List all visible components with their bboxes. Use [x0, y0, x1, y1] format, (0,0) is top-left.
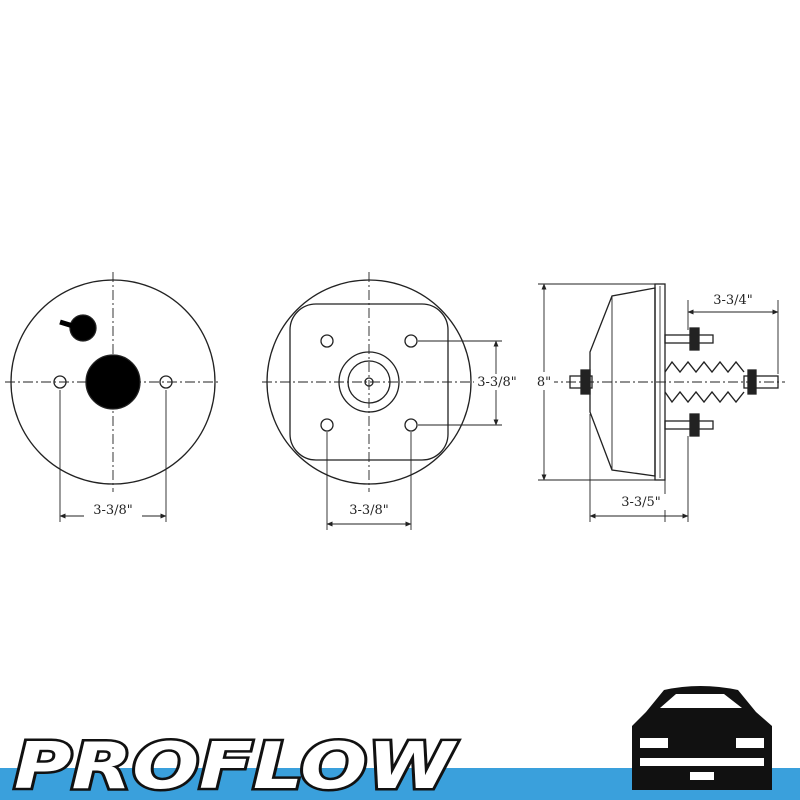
side-mount-nut-top	[689, 327, 700, 351]
front-mount-hole-right	[159, 375, 173, 389]
mount-vertical-spacing-label: 3-3/8"	[477, 375, 517, 390]
side-dim-diameter-label-bg	[534, 372, 554, 390]
side-dim-depth-label-bg	[614, 494, 670, 510]
mount-pushrod	[364, 377, 374, 387]
mount-hole-bottom-right	[404, 418, 418, 432]
brand-logo: PROFLOW	[14, 730, 458, 800]
mount-pushrod-boss-outer	[338, 351, 400, 413]
mount-view	[262, 272, 502, 530]
side-dim-stud-label-bg	[706, 290, 762, 306]
side-view	[538, 283, 785, 522]
front-center-bore	[85, 354, 141, 410]
car-front-icon	[632, 686, 772, 790]
mount-horizontal-spacing-label: 3-3/8"	[349, 503, 389, 518]
mount-hole-top-left	[320, 334, 334, 348]
side-mount-nut-bottom	[689, 413, 700, 437]
side-pushrod	[743, 375, 779, 389]
front-mount-hole-left	[53, 375, 67, 389]
side-body-depth-label: 3-3/5"	[621, 495, 661, 510]
mount-hole-bottom-left	[320, 418, 334, 432]
side-bellows-top	[664, 360, 745, 374]
mount-pushrod-boss-inner	[347, 360, 391, 404]
front-vacuum-fitting	[59, 319, 87, 333]
front-hole-spacing-label: 3-3/8"	[93, 503, 133, 518]
side-pushrod-nut	[747, 369, 757, 395]
mount-dim-v-label-bg	[474, 374, 522, 390]
front-view	[5, 272, 220, 522]
side-mount-stud-top	[664, 334, 714, 344]
side-mount-stud-bottom	[664, 420, 714, 430]
side-front-nut	[580, 369, 591, 395]
mount-hole-top-right	[404, 334, 418, 348]
side-bellows-bottom	[664, 390, 745, 404]
side-stud-length-label: 3-3/4"	[713, 293, 753, 308]
side-diameter-label: 8"	[537, 375, 551, 390]
mount-dim-h-label-bg	[340, 502, 398, 518]
front-dim-label-bg	[84, 502, 142, 518]
